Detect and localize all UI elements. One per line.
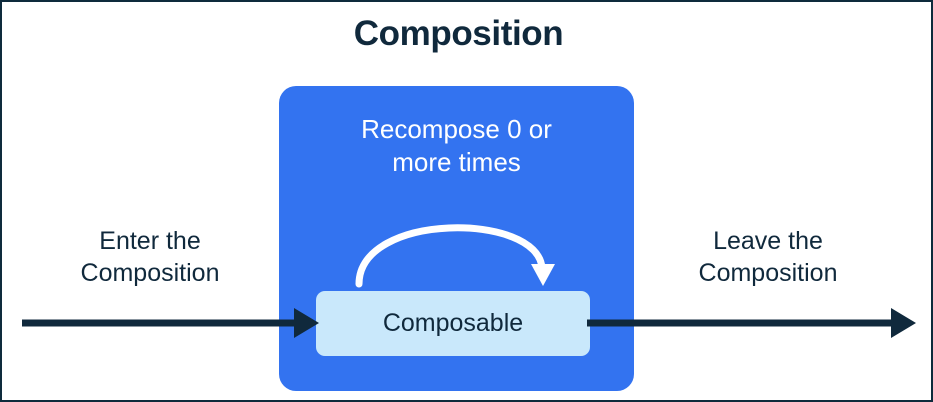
enter-composition-arrow-icon [22,308,319,338]
recompose-loop-arrow-icon [355,224,555,288]
composable-node: Composable [316,291,590,356]
enter-composition-label-line-1: Enter the [99,227,201,255]
enter-composition-label-line-2: Composition [80,258,220,287]
leave-composition-label: Leave the Composition [642,226,894,289]
page-title: Composition [2,14,931,53]
recompose-caption: Recompose 0 or more times [299,113,614,180]
leave-composition-label-line-2: Composition [698,258,838,287]
enter-composition-label: Enter the Composition [24,226,276,289]
recompose-caption-line-2: more times [392,147,521,178]
leave-composition-arrow-icon [587,308,916,338]
leave-composition-label-line-1: Leave the [713,227,823,255]
recompose-caption-line-1: Recompose 0 or [361,114,552,144]
composable-node-label: Composable [382,309,524,337]
page-title-text: Composition [353,14,564,53]
